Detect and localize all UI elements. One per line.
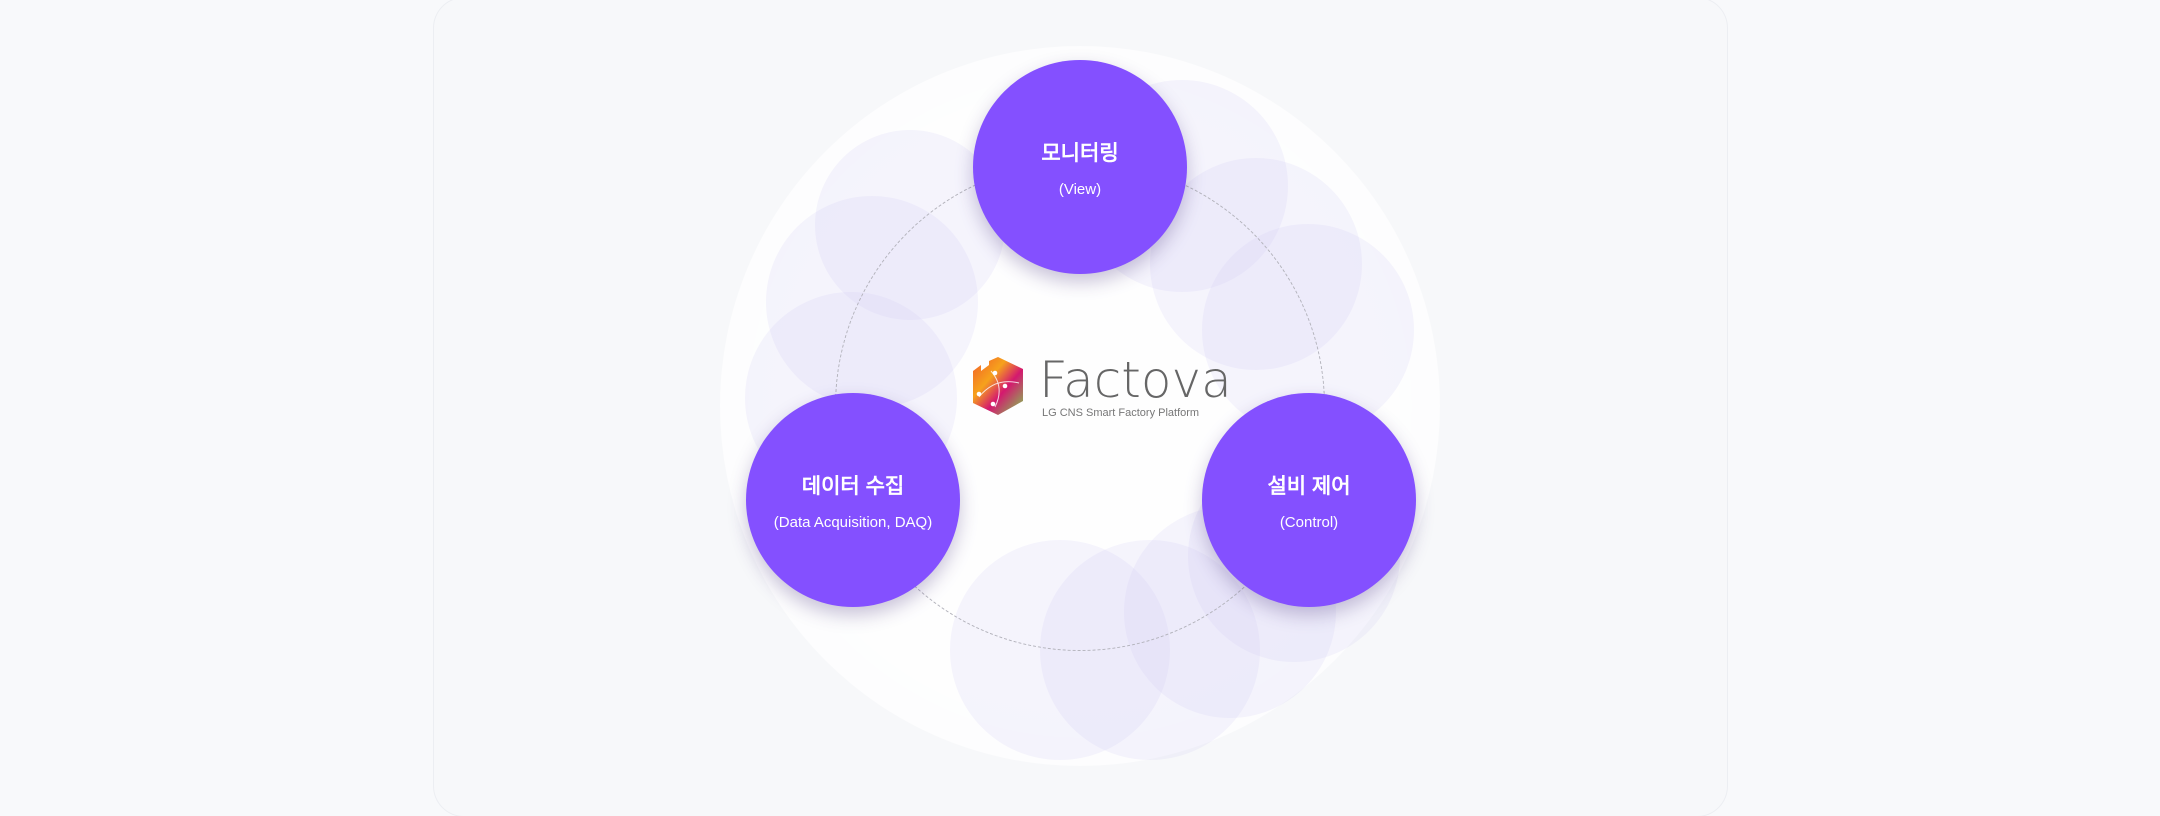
node-title: 모니터링 [1041,141,1119,165]
factova-logo: Factova LG CNS Smart Factory Platform [971,351,1232,425]
logo-tagline: LG CNS Smart Factory Platform [1042,407,1200,419]
factova-logo-icon [973,357,1023,415]
node-control: 설비 제어 (Control) [1202,393,1416,607]
node-data-acquisition: 데이터 수집 (Data Acquisition, DAQ) [746,393,960,607]
node-subtitle: (Control) [1279,513,1339,531]
node-title: 데이터 수집 [801,474,905,498]
node-subtitle: (View) [1058,180,1102,198]
node-title: 설비 제어 [1267,474,1351,498]
node-subtitle: (Data Acquisition, DAQ) [773,513,933,531]
node-monitoring: 모니터링 (View) [973,60,1187,274]
logo-wordmark: Factova [1039,351,1232,409]
